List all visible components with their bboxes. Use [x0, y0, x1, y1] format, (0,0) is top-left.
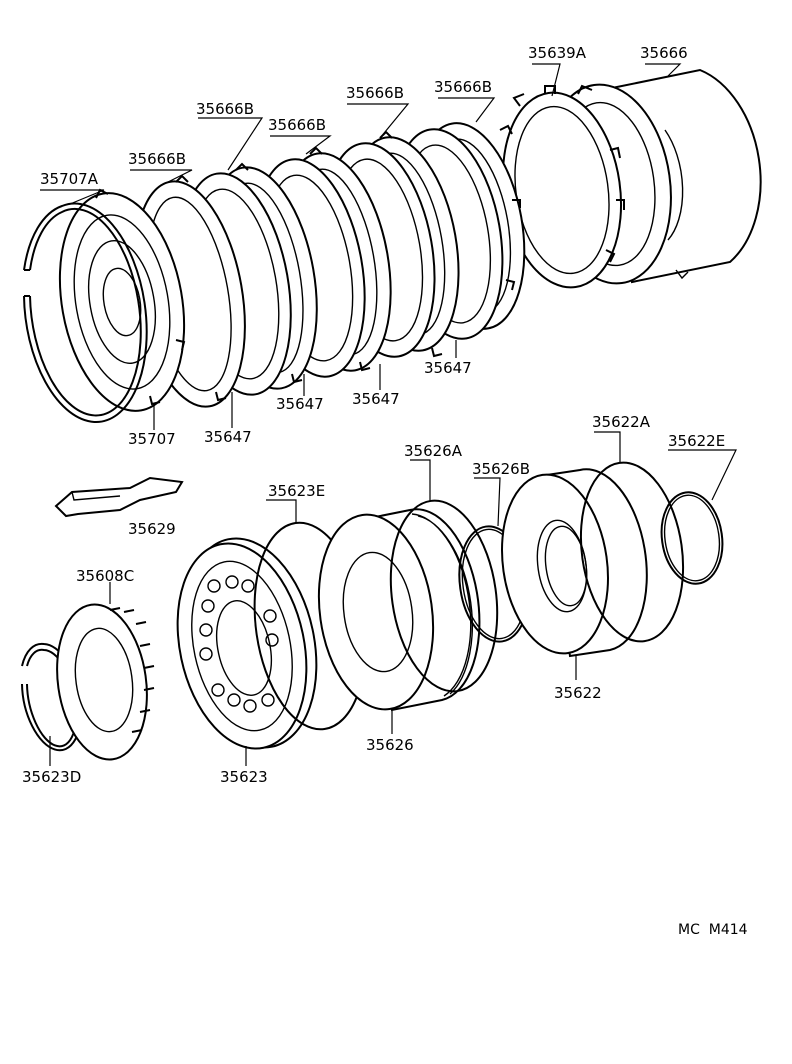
seal-ring-35622a [579, 461, 685, 643]
piston-35626 [317, 508, 481, 712]
label-35647-3: 35647 [276, 395, 324, 413]
piston-35623 [176, 537, 318, 750]
diagram-code: MC M414 [678, 922, 748, 938]
label-35666b-4: 35666B [196, 100, 254, 118]
label-35666b-5: 35666B [128, 150, 186, 168]
label-35707a: 35707A [40, 170, 99, 188]
seal-ring-35622e [660, 491, 724, 585]
label-35623d: 35623D [22, 768, 81, 786]
label-35647-4: 35647 [204, 428, 252, 446]
label-35623e: 35623E [268, 482, 325, 500]
label-35666: 35666 [640, 44, 688, 62]
label-35647-1: 35647 [424, 359, 472, 377]
flange-plate-35639a [501, 84, 625, 289]
label-35622e: 35622E [668, 432, 725, 450]
label-35623: 35623 [220, 768, 268, 786]
label-35626a: 35626A [404, 442, 463, 460]
label-35707: 35707 [128, 430, 176, 448]
callout-labels: 35666 35639A 35666B 35666B 35666B 35666B… [22, 44, 725, 786]
label-35626b: 35626B [472, 460, 530, 478]
label-35626: 35626 [366, 736, 414, 754]
leader-lines [40, 63, 737, 766]
snap-ring-35707a [23, 202, 148, 423]
label-35666b-3: 35666B [268, 116, 326, 134]
label-35639a: 35639A [528, 44, 587, 62]
label-35666b-2: 35666B [346, 84, 404, 102]
label-35647-2: 35647 [352, 390, 400, 408]
label-35608c: 35608C [76, 567, 134, 585]
seal-ring-35626a [389, 499, 499, 693]
label-35629: 35629 [128, 520, 176, 538]
clutch-plate-stack [134, 122, 526, 408]
spring-retainer-35608c [56, 603, 155, 761]
label-35622: 35622 [554, 684, 602, 702]
label-35622a: 35622A [592, 413, 651, 431]
retaining-clip-35629 [54, 476, 184, 518]
label-35666b-1: 35666B [434, 78, 492, 96]
